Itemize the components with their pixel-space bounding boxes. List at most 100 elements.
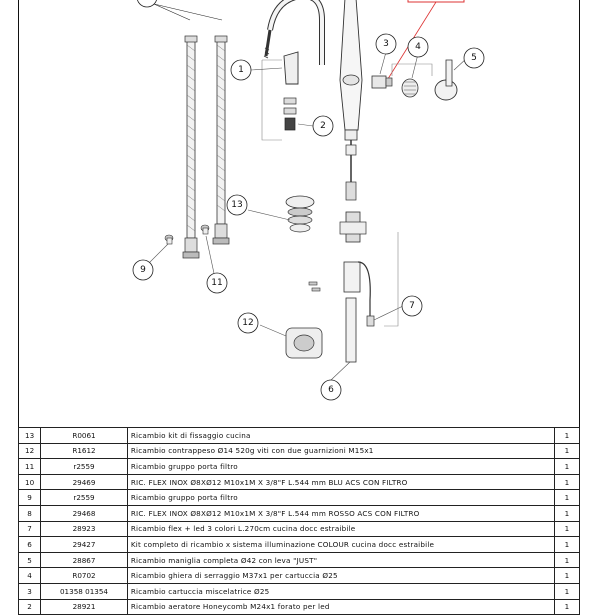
handle-lever [434,59,458,101]
part-code: 28867 [40,551,128,569]
part-quantity: 1 [553,504,581,522]
part-description: Ricambio kit di fissaggio cucina [126,427,555,444]
part-position: 9 [17,489,42,506]
svg-text:2: 2 [320,121,326,131]
part-description: Kit completo di ricambio x sistema illum… [126,536,555,553]
parts-list-table: 13 R0061 Ricambio kit di fissaggio cucin… [17,427,581,615]
leader-lines [147,51,468,381]
part-description: RIC. FLEX INOX Ø8XØ12 M10x1M X 3/8"F L.5… [126,473,555,491]
callout-13: 13 [226,194,248,216]
part-quantity: 1 [553,551,581,569]
part-position: 13 [17,427,42,444]
part-position: 11 [17,458,42,475]
part-code: r2559 [40,458,128,475]
table-row: 7 28923 Ricambio flex + led 3 colori L.2… [17,520,581,538]
part-description: Ricambio cartuccia miscelatrice Ø25 [126,582,555,600]
svg-text:1: 1 [238,65,244,75]
ring-nut [401,78,419,98]
part-position: 6 [17,536,42,553]
callout-5: 5 [463,47,485,69]
table-row: 5 28867 Ricambio maniglia completa Ø42 c… [17,551,581,569]
part-quantity: 1 [553,582,581,600]
part-code: 28921 [40,598,128,615]
filter-holder-right [200,224,210,235]
part-position: 8 [17,504,42,522]
table-row: 13 R0061 Ricambio kit di fissaggio cucin… [17,427,581,444]
part-code: R0702 [40,567,128,584]
table-row: 9 r2559 Ricambio gruppo porta filtro 1 [17,489,581,506]
part-code: R0061 [40,427,128,444]
callout-7: 7 [401,295,423,317]
svg-text:12: 12 [242,318,253,328]
part-position: 12 [17,442,42,460]
part-code: 28923 [40,520,128,538]
svg-text:13: 13 [231,200,242,210]
faucet-body [339,0,363,201]
part-description: Ricambio flex + led 3 colori L.270cm cuc… [126,520,555,538]
part-description: Ricambio maniglia completa Ø42 con leva … [126,551,555,569]
part-position: 3 [17,582,42,600]
callout-12: 12 [237,312,259,334]
exploded-view-diagram: 1 2 3 4 5 6 7 9 11 12 13 [132,0,485,401]
top-highlight-box [407,0,465,3]
part-code: R1612 [40,442,128,460]
part-quantity: 1 [553,598,581,615]
part-code: 29469 [40,473,128,491]
cable-bracket [384,232,399,327]
handle-group-bracket [391,63,433,76]
part-code: 01358 01354 [40,582,128,600]
cartridge [371,75,393,89]
callout-9: 9 [132,259,154,281]
callout-11: 11 [206,272,228,294]
table-row: 6 29427 Kit completo di ricambio x siste… [17,536,581,553]
svg-text:6: 6 [328,385,334,395]
counterweight [285,327,323,359]
part-quantity: 1 [553,473,581,491]
svg-text:11: 11 [211,278,222,288]
part-description: Ricambio contrappeso Ø14 520g viti con d… [126,442,555,460]
svg-text:3: 3 [383,39,389,49]
table-row: 3 01358 01354 Ricambio cartuccia miscela… [17,582,581,600]
part-position: 10 [17,473,42,491]
part-quantity: 1 [553,458,581,475]
aerator-part [283,51,299,85]
table-row: 2 28921 Ricambio aeratore Honeycomb M24x… [17,598,581,615]
part-quantity: 1 [553,520,581,538]
callout-6: 6 [320,379,342,401]
table-row: 12 R1612 Ricambio contrappeso Ø14 520g v… [17,442,581,460]
fixing-kit [285,195,315,233]
flex-hose-left [182,35,200,259]
part-quantity: 1 [553,536,581,553]
table-row: 8 29468 RIC. FLEX INOX Ø8XØ12 M10x1M X 3… [17,504,581,522]
flex-hose-right [212,35,230,245]
part-position: 2 [17,598,42,615]
part-description: Ricambio gruppo porta filtro [126,489,555,506]
part-description: Ricambio gruppo porta filtro [126,458,555,475]
drawing-frame [18,0,580,600]
small-screws [308,281,321,292]
part-quantity: 1 [553,567,581,584]
part-code: r2559 [40,489,128,506]
part-position: 7 [17,520,42,538]
led-hose-assembly [339,211,375,363]
top-left-partial-callout [137,0,223,21]
aerator-rings [283,97,297,131]
part-description: RIC. FLEX INOX Ø8XØ12 M10x1M X 3/8"F L.5… [126,504,555,522]
callout-3: 3 [375,33,397,55]
callout-1: 1 [230,59,252,81]
part-code: 29427 [40,536,128,553]
svg-text:5: 5 [471,53,477,63]
part-quantity: 1 [553,489,581,506]
part-description: Ricambio aeratore Honeycomb M24x1 forato… [126,598,555,615]
part-position: 5 [17,551,42,569]
svg-text:7: 7 [409,301,415,311]
callout-2: 2 [312,115,334,137]
part-quantity: 1 [553,442,581,460]
filter-holder-left [164,234,174,245]
part-quantity: 1 [553,427,581,444]
svg-text:9: 9 [140,265,146,275]
table-row: 4 R0702 Ricambio ghiera di serraggio M37… [17,567,581,584]
part-position: 4 [17,567,42,584]
part-description: Ricambio ghiera di serraggio M37x1 per c… [126,567,555,584]
aerator-bracket [261,59,282,141]
